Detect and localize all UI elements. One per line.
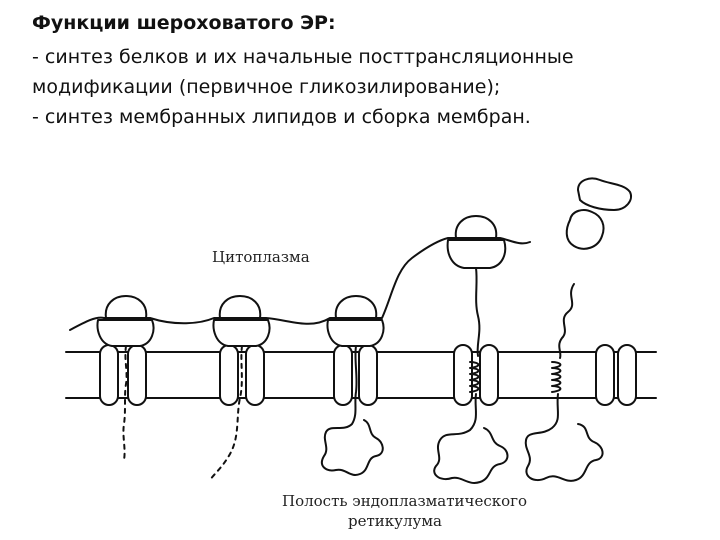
function-item-1: - синтез белков и их начальные посттранс… — [32, 46, 574, 68]
nascent-chain-5 — [524, 283, 604, 482]
function-item-2: - синтез мембранных липидов и сборка мем… — [32, 106, 531, 128]
slide-text-block: Функции шероховатого ЭР: - синтез белков… — [32, 8, 702, 132]
ribosome-2 — [212, 295, 271, 347]
mrna-strand — [69, 237, 531, 331]
function-item-1-cont: модификации (первичное гликозилирование)… — [32, 76, 501, 98]
nascent-chain-1 — [122, 345, 128, 461]
lumen-label-line2: ретикулума — [348, 512, 442, 530]
cytoplasm-label: Цитоплазма — [212, 248, 310, 266]
ribosome-3 — [326, 295, 385, 347]
nascent-chain-4 — [433, 267, 509, 484]
released-ribosome-subunits — [565, 177, 632, 250]
ribosome-1 — [96, 295, 155, 347]
nascent-chain-3 — [320, 345, 384, 476]
nascent-chain-2 — [209, 345, 243, 481]
slide-title: Функции шероховатого ЭР: — [32, 12, 336, 34]
lumen-label-line1: Полость эндоплазматического — [282, 492, 527, 510]
ribosome-4 — [446, 215, 507, 269]
